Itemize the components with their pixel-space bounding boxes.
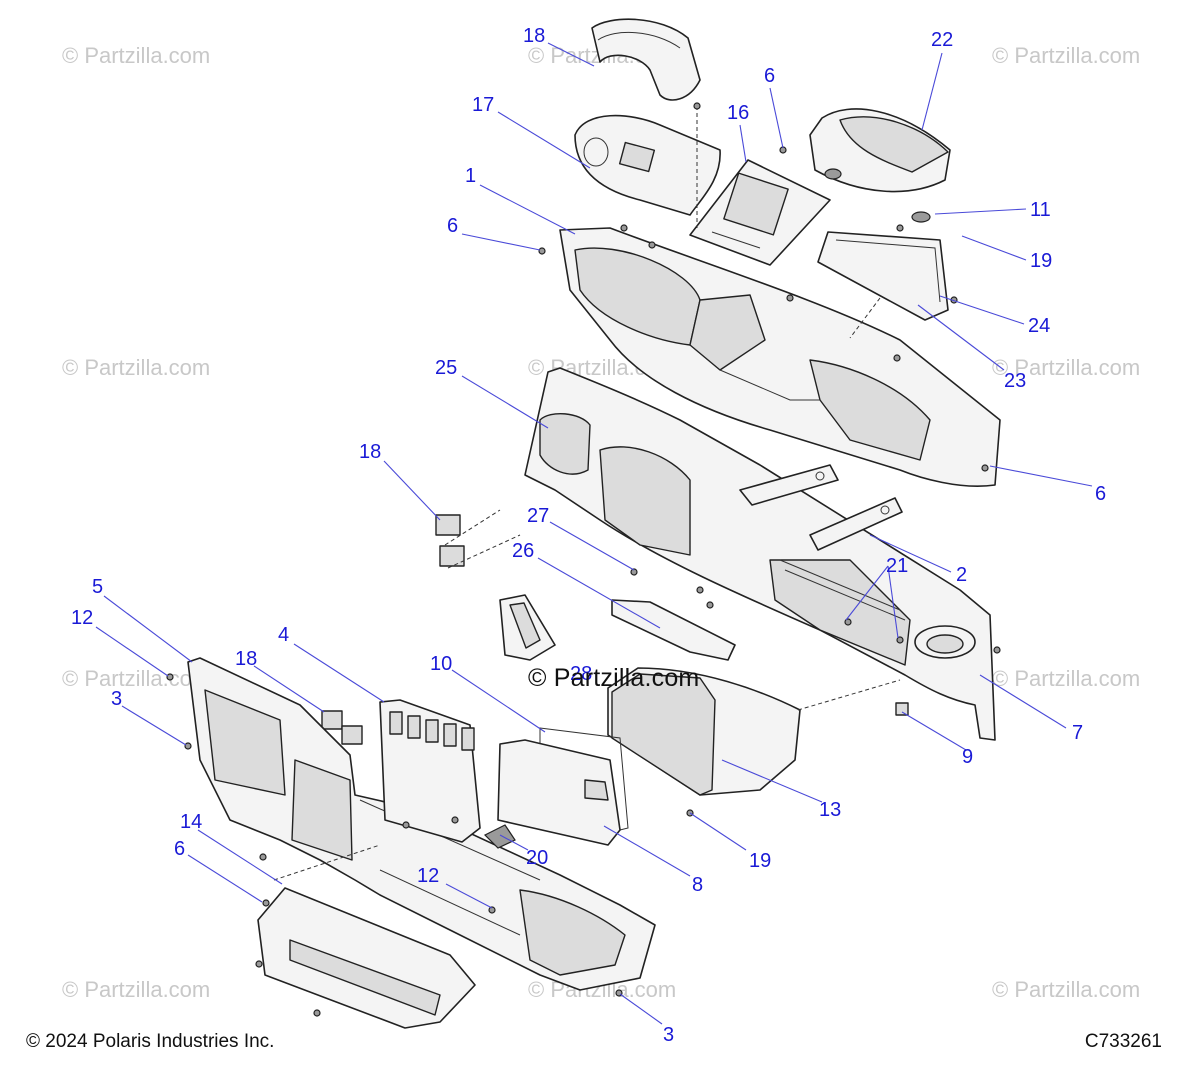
leader-lines xyxy=(95,42,1093,1025)
part-latch xyxy=(483,824,516,849)
watermark: © Partzilla.com xyxy=(992,977,1140,1002)
center-watermark: © Partzilla.com xyxy=(528,664,700,692)
part-filler xyxy=(611,599,736,661)
callout-6: 6 xyxy=(764,65,775,87)
callout-20: 20 xyxy=(526,847,548,869)
part-brace xyxy=(739,464,903,551)
callout-11: 11 xyxy=(1030,199,1051,221)
part-main-support xyxy=(524,367,996,741)
callout-6: 6 xyxy=(1095,483,1106,505)
callout-18: 18 xyxy=(359,441,381,463)
part-vent xyxy=(499,594,556,661)
part-storage-tray xyxy=(817,231,949,321)
part-switch-panel xyxy=(379,699,481,843)
callout-3: 3 xyxy=(111,688,122,710)
part-small-clip xyxy=(895,702,909,716)
callout-16: 17 xyxy=(472,94,494,116)
watermark: © Partzilla.com xyxy=(62,43,210,68)
part-cluster-bezel xyxy=(574,114,721,216)
part-glove-box xyxy=(607,667,801,796)
part-clips xyxy=(321,514,465,745)
callout-4: 4 xyxy=(278,624,289,646)
callout-13: 13 xyxy=(819,799,841,821)
part-display-unit xyxy=(689,159,831,266)
watermark: © Partzilla.com xyxy=(992,43,1140,68)
callout-2: 2 xyxy=(956,564,967,586)
part-upper-dash xyxy=(559,227,1001,487)
callout-18: 18 xyxy=(235,648,257,670)
callout-21: 21 xyxy=(886,555,908,577)
part-glove-door xyxy=(257,887,476,1029)
callout-26: 26 xyxy=(512,540,534,562)
part-glove-box-door xyxy=(497,739,621,846)
callout-5: 5 xyxy=(92,576,103,598)
part-gauge-hood xyxy=(591,18,701,101)
callout-10: 10 xyxy=(430,653,452,675)
callout-19: 19 xyxy=(1030,250,1052,272)
callout-28: 28 xyxy=(570,663,592,685)
callout-6: 6 xyxy=(447,215,458,237)
watermark: © Partzilla.com xyxy=(62,977,210,1002)
callout-9: 9 xyxy=(962,746,973,768)
watermark: © Partzilla.com xyxy=(62,666,210,691)
callout-15: 16 xyxy=(727,102,749,124)
callout-3: 3 xyxy=(663,1024,674,1046)
callouts: 18 17 22 6 16 1 6 11 19 24 23 25 6 18 27… xyxy=(71,25,1106,1046)
callout-1: 1 xyxy=(465,165,476,187)
callout-14: 14 xyxy=(180,811,202,833)
callout-23: 23 xyxy=(1004,370,1026,392)
callout-8: 8 xyxy=(692,874,703,896)
callout-17: 18 xyxy=(523,25,545,47)
callout-24: 24 xyxy=(1028,315,1050,337)
watermark: © Partzilla.com xyxy=(992,666,1140,691)
callout-25: 25 xyxy=(435,357,457,379)
diagram-code: C733261 xyxy=(1084,1031,1162,1052)
callout-22: 22 xyxy=(931,29,953,51)
callout-12: 12 xyxy=(71,607,93,629)
part-top-cover xyxy=(809,108,951,193)
callout-7: 7 xyxy=(1072,722,1083,744)
callout-12: 12 xyxy=(417,865,439,887)
copyright-text: © 2024 Polaris Industries Inc. xyxy=(26,1031,275,1052)
callout-6: 6 xyxy=(174,838,185,860)
watermark: © Partzilla.com xyxy=(62,355,210,380)
watermark-group: © Partzilla.com © Partzilla.com © Partzi… xyxy=(62,43,1140,1002)
watermark: © Partzilla.com xyxy=(992,355,1140,380)
callout-27: 27 xyxy=(527,505,549,527)
alignment-lines xyxy=(273,106,901,881)
callout-19: 19 xyxy=(749,850,771,872)
